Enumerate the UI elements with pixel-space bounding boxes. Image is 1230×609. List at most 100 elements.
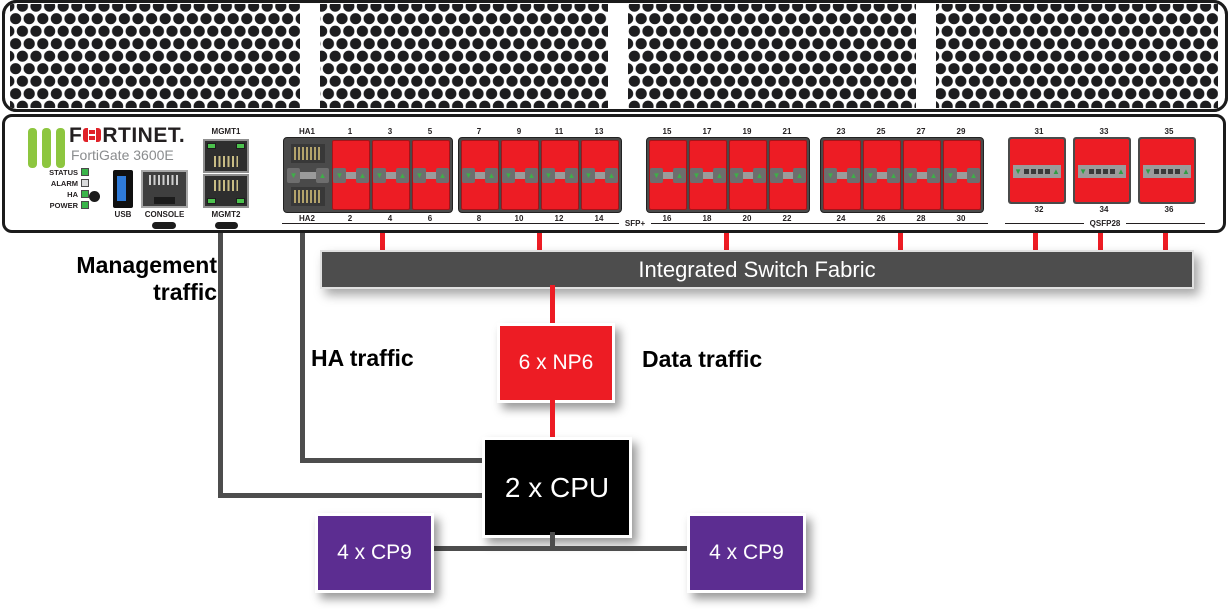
up-arrow-icon: ▲: [967, 168, 980, 183]
down-arrow-icon: ▼: [650, 168, 663, 183]
sfp-port-pair: ▼▲: [541, 140, 579, 210]
down-arrow-icon: ▼: [462, 168, 475, 183]
up-arrow-icon: ▲: [847, 168, 860, 183]
port-number: 25: [876, 127, 886, 136]
red-link-tick: [537, 233, 542, 250]
power-led-icon: [81, 201, 89, 209]
port-number: 3: [387, 127, 393, 136]
up-arrow-icon: ▲: [356, 168, 369, 183]
up-arrow-icon: ▲: [316, 168, 329, 183]
down-arrow-icon: ▼: [1014, 166, 1022, 176]
down-arrow-icon: ▼: [333, 168, 346, 183]
port-number: 1: [347, 127, 353, 136]
port-number: 10: [514, 214, 524, 223]
fortinet-gate-icon: [83, 128, 102, 142]
up-arrow-icon: ▲: [793, 168, 806, 183]
port-number: 27: [916, 127, 926, 136]
usb-port: [113, 170, 133, 208]
down-arrow-icon: ▼: [864, 168, 877, 183]
led-label: POWER: [49, 200, 78, 210]
sfp-port-pair: ▼▲: [769, 140, 807, 210]
up-arrow-icon: ▲: [1052, 166, 1060, 176]
red-link-tick: [898, 233, 903, 250]
reset-button: [89, 191, 100, 202]
up-arrow-icon: ▲: [1117, 166, 1125, 176]
usb-label: USB: [114, 210, 132, 219]
down-arrow-icon: ▼: [730, 168, 743, 183]
led-row: HA: [41, 189, 89, 199]
cpu-to-cp9-stem: [550, 532, 555, 551]
port-number: 30: [956, 214, 966, 223]
console-port: [141, 170, 188, 208]
port-number: 36: [1164, 205, 1174, 214]
up-arrow-icon: ▲: [396, 168, 409, 183]
ha-traffic-label: HA traffic: [311, 345, 414, 371]
red-link-tick: [1163, 233, 1168, 250]
port-number: HA2: [298, 214, 315, 223]
led-row: ALARM: [41, 178, 89, 188]
sfp-section-label: SFP+: [624, 219, 646, 228]
port-number: 2: [347, 214, 353, 223]
port-number: 9: [516, 127, 522, 136]
product-name: FortiGate 3600E: [71, 147, 174, 163]
down-arrow-icon: ▼: [542, 168, 555, 183]
mgmt-traffic-line-vertical: [218, 233, 223, 498]
qsfp-section-bracket: QSFP28: [1005, 219, 1205, 228]
mgmt1-label: MGMT1: [211, 127, 241, 136]
mgmt2-port: [203, 174, 249, 208]
down-arrow-icon: ▼: [502, 168, 515, 183]
up-arrow-icon: ▲: [927, 168, 940, 183]
np6-label: 6 x NP6: [518, 351, 594, 374]
port-number: HA1: [298, 127, 315, 136]
led-label: STATUS: [49, 167, 78, 177]
ventilation-grille: [2, 0, 1228, 112]
sfp-port-pair: ▼▲: [332, 140, 370, 210]
ha-port-pair: ▼▲: [286, 140, 330, 210]
sfp-port-pair: ▼▲: [729, 140, 767, 210]
sfp-section-bracket: SFP+: [282, 219, 989, 228]
port-number: 26: [876, 214, 886, 223]
port-number: 20: [742, 214, 752, 223]
cp9-bus-line: [428, 546, 689, 551]
cp9-right-box: 4 x CP9: [687, 513, 806, 593]
down-arrow-icon: ▼: [904, 168, 917, 183]
up-arrow-icon: ▲: [485, 168, 498, 183]
port-number: 15: [662, 127, 672, 136]
port-number: 19: [742, 127, 752, 136]
alarm-led-icon: [81, 179, 89, 187]
port-number: 35: [1164, 127, 1174, 136]
down-arrow-icon: ▼: [1144, 166, 1152, 176]
fabric-label: Integrated Switch Fabric: [638, 256, 876, 282]
port-number: 21: [782, 127, 792, 136]
qsfp-port: 33▼▲34: [1073, 126, 1135, 215]
port-number: 24: [836, 214, 846, 223]
sfp-port-pair: ▼▲: [863, 140, 901, 210]
sfp-port-pair: ▼▲: [943, 140, 981, 210]
port-number: 16: [662, 214, 672, 223]
red-link-tick: [1033, 233, 1038, 250]
port-number: 31: [1034, 127, 1044, 136]
cpu-label: 2 x CPU: [504, 471, 610, 503]
up-arrow-icon: ▲: [673, 168, 686, 183]
sfp-port-pair: ▼▲: [412, 140, 450, 210]
port-number: 18: [702, 214, 712, 223]
up-arrow-icon: ▲: [713, 168, 726, 183]
fabric-to-np6-link: [550, 285, 555, 323]
port-number: 12: [554, 214, 564, 223]
status-led-icon: [81, 168, 89, 176]
mgmt-traffic-line-horizontal: [218, 493, 485, 498]
down-arrow-icon: ▼: [1079, 166, 1087, 176]
led-label: ALARM: [50, 178, 78, 188]
port-number: 6: [427, 214, 433, 223]
down-arrow-icon: ▼: [770, 168, 783, 183]
red-link-tick: [724, 233, 729, 250]
management-traffic-label: Management traffic: [76, 252, 217, 305]
port-number: 13: [594, 127, 604, 136]
link-led: [207, 143, 216, 149]
